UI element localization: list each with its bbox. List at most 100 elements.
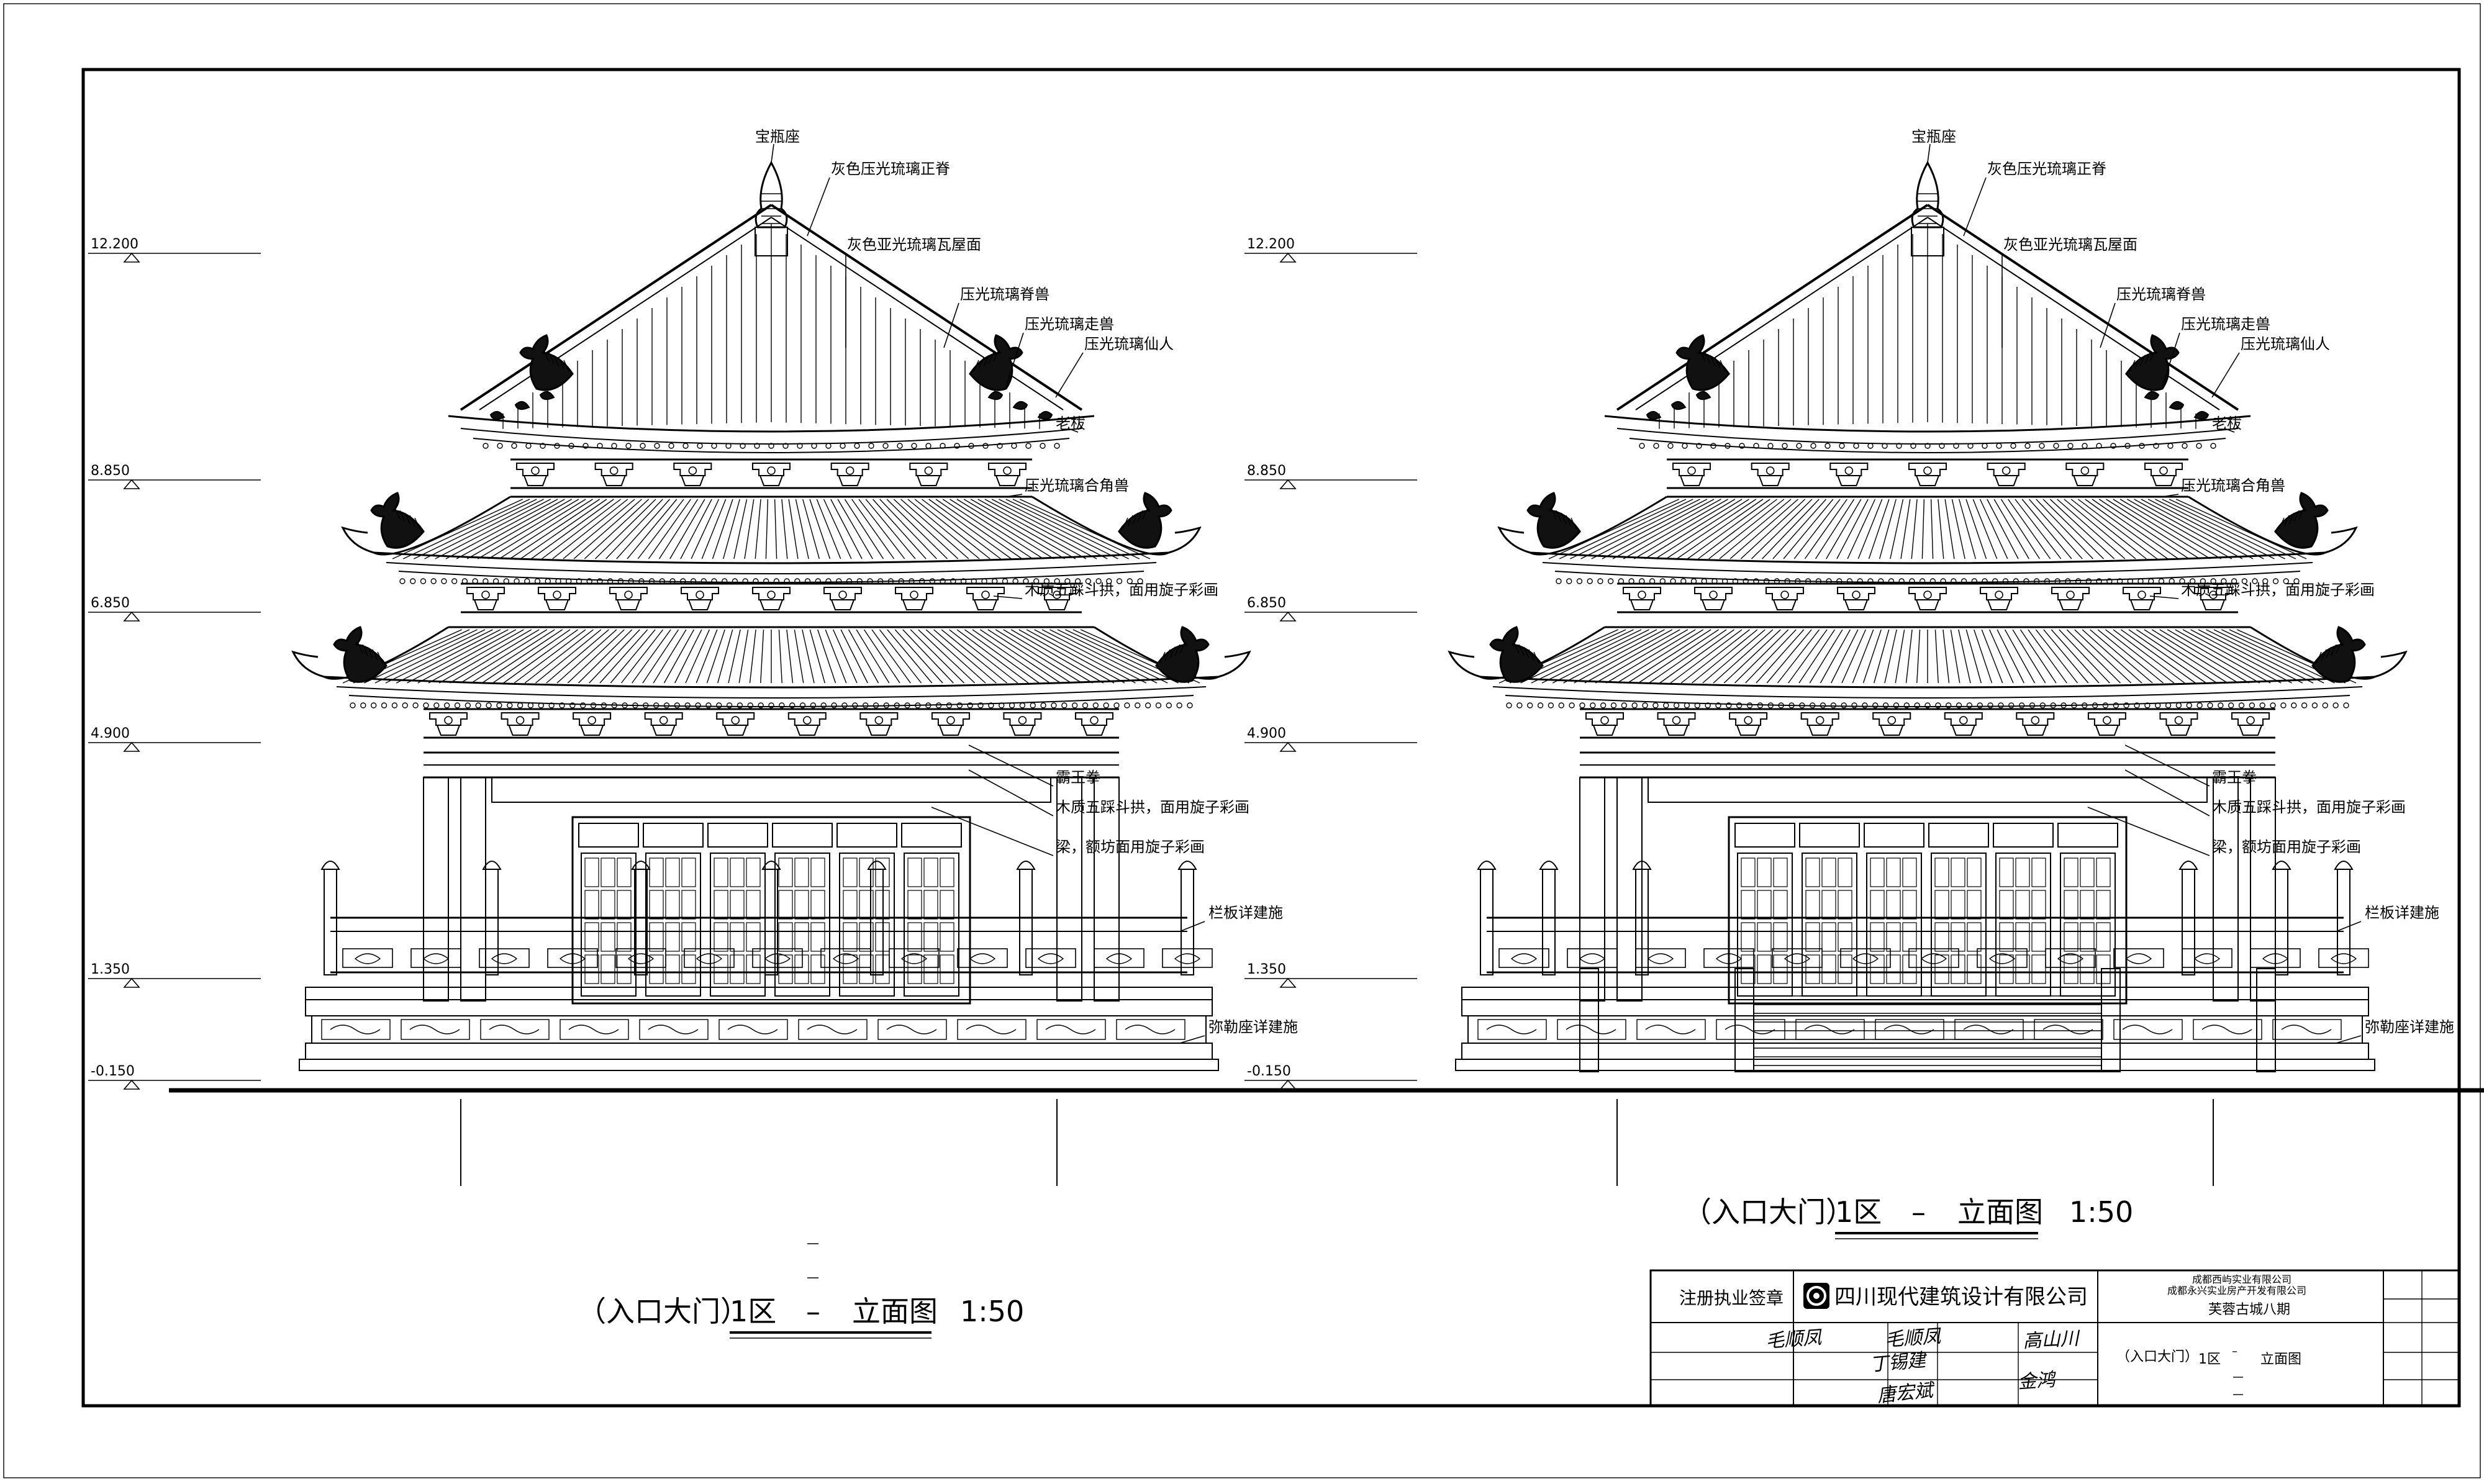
bracket-set <box>1766 466 1775 475</box>
tile-rib <box>542 499 621 559</box>
rafter-end <box>1867 443 1874 449</box>
post-cap <box>2178 861 2198 870</box>
rafter-end <box>2113 702 2119 708</box>
rail-ornament <box>1037 953 1064 964</box>
lattice-cell <box>746 922 761 952</box>
bracket-set <box>1915 599 1940 610</box>
client-line-2: 成都永兴实业房产开发有限公司 <box>2167 1285 2306 1296</box>
tile-rib <box>935 499 1023 559</box>
rafter-end <box>2082 702 2088 708</box>
lattice-cell <box>1999 922 2014 952</box>
label-railing: 栏板详建施 <box>1208 904 1283 921</box>
tile-rib <box>556 629 617 684</box>
rafter-end <box>1116 578 1123 584</box>
bracket-set <box>995 475 1020 486</box>
tile-rib <box>902 629 954 684</box>
tile-rib <box>1606 629 1696 684</box>
rafter-end <box>2259 702 2265 708</box>
eave-curve <box>1616 428 2239 445</box>
rafter-end <box>568 443 574 449</box>
tile-rib <box>2182 629 2282 684</box>
tile-rib <box>910 629 964 684</box>
tile-rib <box>2121 629 2196 684</box>
tile-rib <box>2066 629 2121 684</box>
tile-rib <box>1552 629 1657 684</box>
bracket-set <box>895 587 933 600</box>
bracket-set <box>830 463 869 476</box>
eave-curve <box>1530 551 2326 564</box>
plinth-panel <box>2193 1019 2262 1040</box>
tile-rib <box>1798 629 1836 684</box>
tile-rib <box>2008 499 2051 559</box>
rafter-end <box>840 443 846 449</box>
tile-rib <box>1003 629 1093 684</box>
tile-rib <box>481 629 563 684</box>
rafter-end <box>897 443 903 449</box>
bracket-set <box>767 590 776 599</box>
lattice-cell <box>1967 857 1982 887</box>
rafter-end <box>1556 578 1562 584</box>
rafter-end <box>873 702 879 708</box>
tile-rib <box>1987 499 2019 559</box>
bracket-set <box>2246 716 2255 725</box>
beast-scale <box>1715 357 1721 369</box>
rafter-end <box>1799 702 1805 708</box>
tile-rib <box>2127 499 2232 559</box>
walking-beast-icon <box>1646 410 1662 420</box>
rafter-end <box>497 443 503 449</box>
rafter-end <box>1124 702 1130 708</box>
beast-scale <box>362 644 368 656</box>
rafter-end <box>1011 443 1017 449</box>
tile-rib <box>685 629 710 684</box>
railing-post <box>2275 869 2288 975</box>
beast-scale <box>404 512 410 525</box>
label-walking-beast: 压光琉璃走兽 <box>2181 315 2270 333</box>
bracket-set <box>759 475 784 486</box>
beast-scale <box>1710 355 1716 367</box>
tile-rib <box>963 499 1065 559</box>
rafter-end <box>935 702 942 708</box>
level-triangle <box>123 252 140 263</box>
tile-rib <box>503 629 578 684</box>
rafter-end <box>968 443 974 449</box>
rafter-end <box>2010 443 2016 449</box>
tile-rib <box>1847 499 1876 559</box>
tile-rib <box>949 629 1018 684</box>
tile-rib <box>658 499 699 559</box>
bracket-set <box>1987 463 2026 476</box>
rafter-end <box>2024 443 2031 449</box>
rafter-end <box>1939 443 1945 449</box>
bracket-set <box>1915 475 1940 486</box>
bracket-set <box>752 587 791 600</box>
eave-curve <box>1480 676 2375 689</box>
tile-rib <box>1734 629 1789 684</box>
beast-scale <box>1169 646 1176 659</box>
rafter-end <box>1987 702 1993 708</box>
rafter-end <box>1924 443 1931 449</box>
tile-rib <box>460 629 548 684</box>
rafter-end <box>1126 578 1133 584</box>
bracket-set <box>516 463 555 476</box>
rafter-end <box>1767 443 1774 449</box>
tile-rib <box>466 499 572 559</box>
rafter-end <box>1054 443 1060 449</box>
rafter-end <box>548 702 555 708</box>
lattice-cell <box>1886 922 1901 952</box>
tile-rib <box>823 499 852 559</box>
tile-rib <box>2028 499 2083 559</box>
tile-rib <box>2144 629 2228 684</box>
bracket-set <box>1879 725 1904 736</box>
tile-rib <box>1548 499 1679 559</box>
rafter-end <box>1106 578 1112 584</box>
tile-rib <box>1692 629 1758 684</box>
lattice-cell <box>2031 890 2046 920</box>
rafter-end <box>2249 702 2255 708</box>
tile-rib <box>833 629 858 684</box>
walking-beast-icon <box>1037 410 1053 420</box>
tile-rib <box>424 499 544 559</box>
door-transom <box>1993 823 2054 848</box>
lattice-cell <box>907 922 922 952</box>
label-bracket-lower: 木质五踩斗拱，面用旋子彩画 <box>1056 799 1249 816</box>
rafter-end <box>2218 702 2224 708</box>
tile-rib <box>1644 499 1743 559</box>
